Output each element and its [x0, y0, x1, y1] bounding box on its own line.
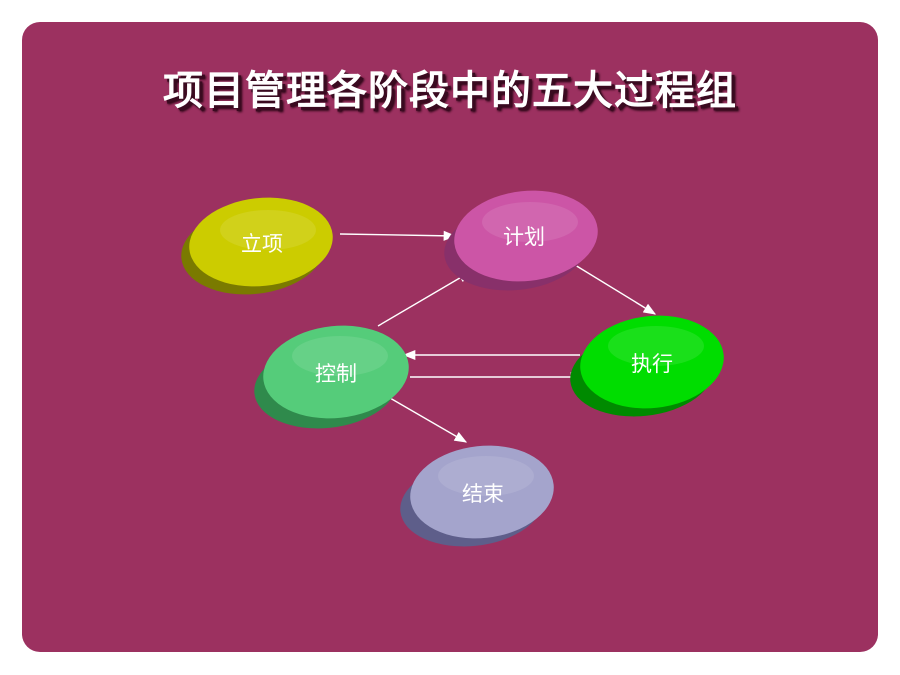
slide-title: 项目管理各阶段中的五大过程组	[163, 68, 737, 114]
node-close-shape	[410, 445, 554, 539]
node-close: 结束	[400, 445, 554, 547]
node-plan: 计划	[444, 190, 598, 291]
node-control: 控制	[254, 325, 409, 429]
node-execute-label: 执行	[631, 352, 673, 376]
node-initiate-label: 立项	[241, 232, 283, 256]
node-control-shape	[263, 325, 409, 419]
node-control-label: 控制	[315, 362, 357, 386]
slide-background	[22, 22, 878, 652]
node-execute: 执行	[570, 315, 724, 417]
node-plan-shape	[454, 190, 598, 282]
arrows	[339, 230, 657, 443]
node-initiate: 立项	[181, 197, 333, 295]
arrow-control-to-close	[389, 397, 468, 443]
node-initiate-shape	[189, 197, 333, 287]
arrow-control-to-plan	[377, 271, 472, 327]
arrow-plan-to-execute	[574, 264, 657, 315]
arrow-initiate-to-plan	[339, 230, 457, 241]
node-execute-shape	[580, 315, 724, 409]
node-plan-label: 计划	[503, 225, 545, 249]
node-close-label: 结束	[462, 482, 504, 506]
